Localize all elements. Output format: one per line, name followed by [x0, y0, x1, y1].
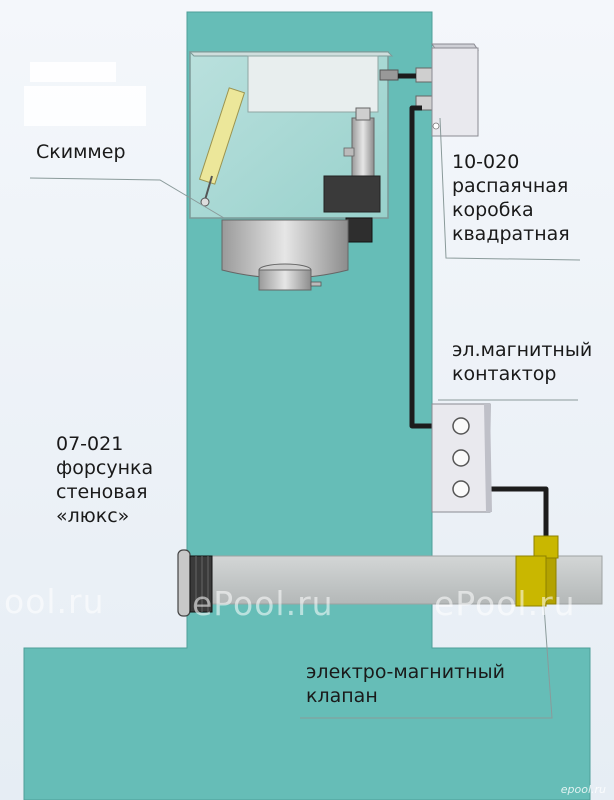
- skimmer-flap-arm: [204, 175, 213, 201]
- label-valve: электро-магнитный клапан: [306, 661, 505, 707]
- contactor-terminal-1: [452, 417, 470, 435]
- junction-box-screw: [432, 122, 440, 130]
- skimmer-lid-block: [247, 55, 379, 113]
- level-sensor-cap: [355, 107, 371, 121]
- skimmer-basket-top: [323, 175, 381, 213]
- skimmer-top-edge: [188, 51, 394, 57]
- junction-box: [431, 43, 479, 137]
- contactor: [431, 403, 492, 513]
- valve-side: [545, 557, 557, 605]
- label-nozzle: 07-021 форсунка стеновая «люкс»: [56, 433, 154, 527]
- label-skimmer: Скиммер: [36, 141, 126, 163]
- blank-mark-2: [24, 86, 146, 126]
- junction-gland-top: [415, 67, 435, 83]
- wall-nozzle: [177, 549, 213, 617]
- level-sensor: [351, 117, 375, 177]
- contactor-side: [484, 404, 492, 512]
- nozzle-flange: [177, 549, 191, 617]
- skimmer-flap: [198, 87, 246, 185]
- skimmer-outlet: [258, 269, 312, 291]
- epool-logo: epool.ru: [560, 783, 606, 796]
- skimmer: [188, 51, 394, 291]
- skimmer-side-thread: [345, 217, 373, 243]
- pool-wall: [23, 11, 591, 800]
- blank-mark-1: [30, 62, 116, 82]
- label-junction-box: 10-020 распаячная коробка квадратная: [452, 151, 570, 245]
- skimmer-flap-pivot: [200, 197, 210, 207]
- junction-box-front: [431, 47, 479, 137]
- leader-valve: [300, 605, 553, 719]
- watermark-2: ePool.ru: [192, 584, 334, 623]
- skimmer-cable-gland: [379, 69, 399, 81]
- skimmer-outlet-tap: [310, 281, 322, 287]
- contactor-terminal-2: [452, 449, 470, 467]
- watermark-1: ool.ru: [4, 582, 105, 621]
- watermark-3: ePool.ru: [434, 584, 576, 623]
- leader-junction-box: [439, 117, 581, 261]
- solenoid-valve: [515, 535, 559, 607]
- contactor-terminal-3: [452, 480, 470, 498]
- leader-skimmer: [29, 177, 225, 219]
- valve-top-block: [533, 535, 559, 559]
- valve-body: [515, 555, 547, 607]
- sensor-bracket: [343, 147, 355, 157]
- label-contactor: эл.магнитный контактор: [452, 339, 593, 385]
